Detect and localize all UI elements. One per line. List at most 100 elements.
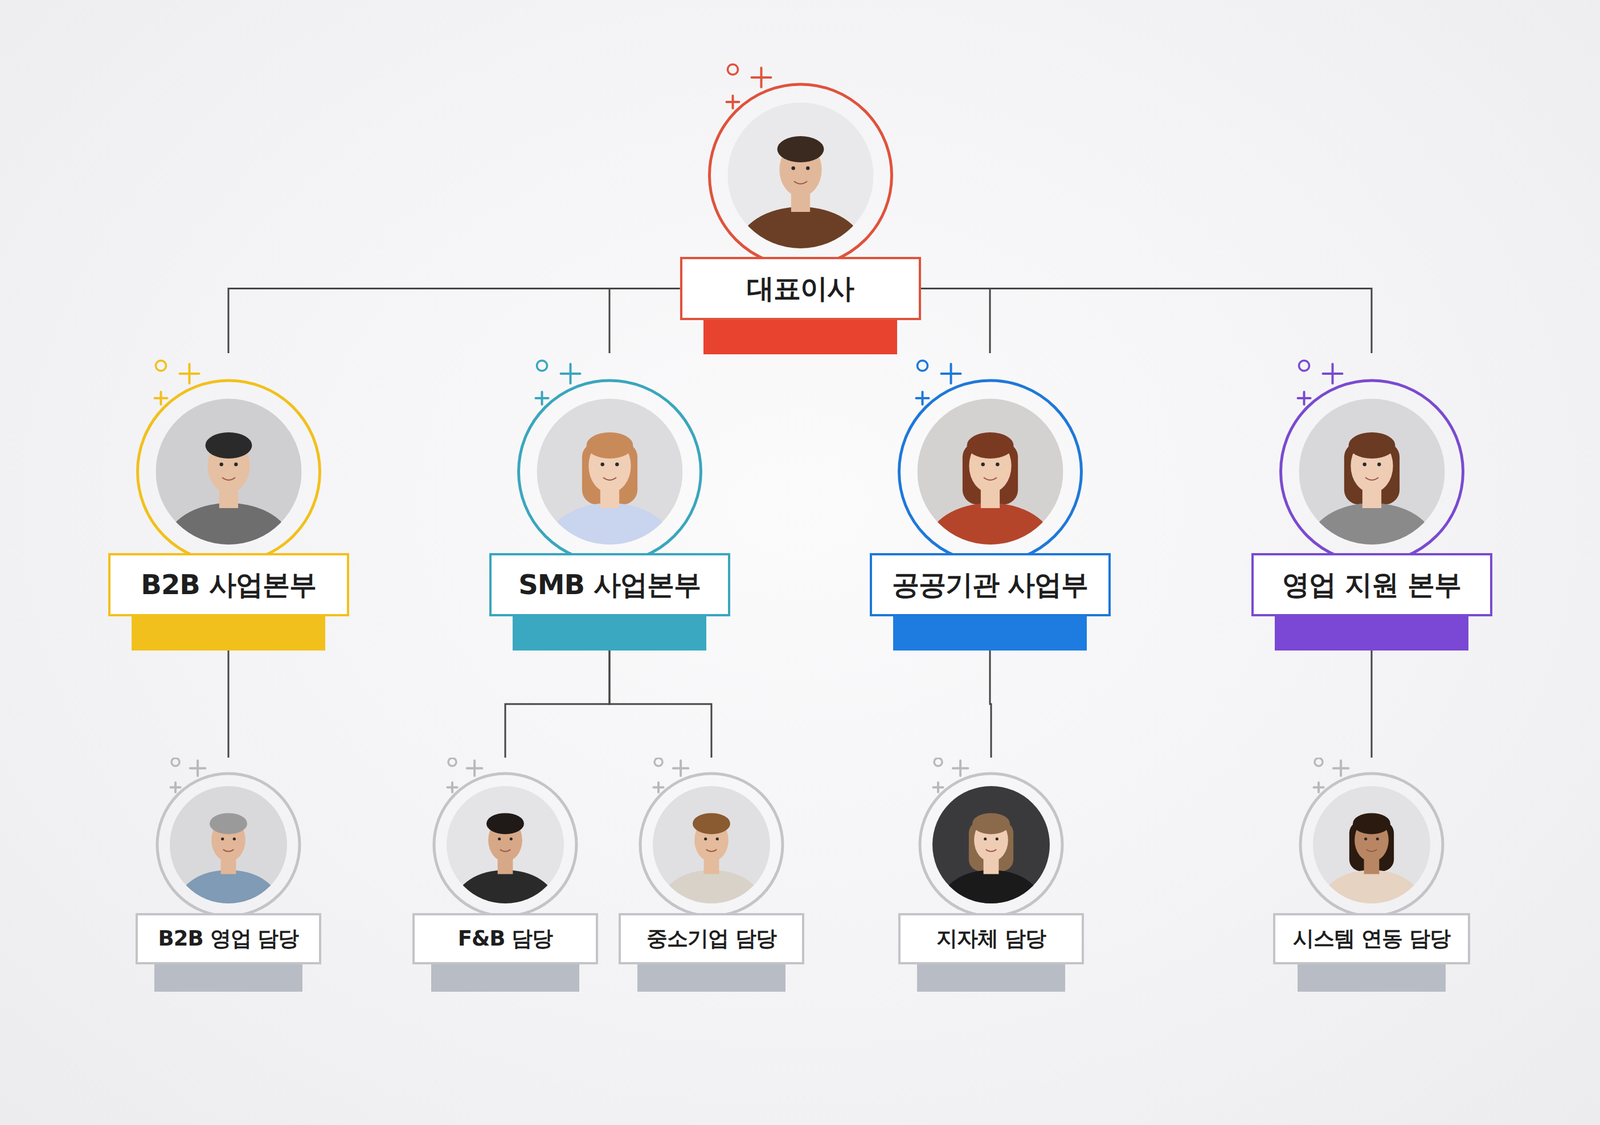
connector [921, 288, 1373, 354]
mouth [500, 849, 511, 852]
deco-plus [915, 391, 929, 405]
profile-photo [869, 353, 1111, 562]
accent-bar [917, 964, 1066, 992]
deco-plus [1322, 363, 1342, 384]
deco-plus [751, 67, 771, 88]
title-box: 영업 지원 본부 [1251, 553, 1493, 617]
connector [609, 288, 681, 354]
deco-circle [1298, 360, 1309, 371]
shoulders [547, 502, 672, 562]
deco-circle [155, 360, 166, 371]
eye [1364, 837, 1368, 841]
hair [209, 812, 248, 834]
eye [509, 837, 513, 841]
deco-plus [673, 760, 689, 776]
profile-photo [1273, 757, 1471, 922]
deco-circle [727, 64, 738, 75]
deco-circle [934, 758, 943, 767]
hair [692, 812, 731, 834]
accent-bar [512, 616, 707, 651]
title-box: 중소기업 담당 [618, 913, 805, 965]
deco-plus [190, 760, 206, 776]
node-label: 시스템 연동 담당 [1292, 924, 1451, 953]
person-figure [727, 102, 874, 265]
deco-plus [179, 363, 199, 384]
person-figure [169, 786, 288, 922]
mouth [706, 849, 718, 852]
hair [972, 812, 1010, 834]
accent-bar [154, 964, 303, 992]
deco-circle [1314, 758, 1323, 767]
connector [1371, 650, 1373, 758]
title-box: 대표이사 [680, 256, 922, 321]
node-label: 지자체 담당 [936, 924, 1046, 953]
eye [497, 837, 501, 841]
connector [505, 650, 610, 758]
profile-photo [1251, 353, 1493, 562]
mouth [221, 477, 235, 480]
node-label: F&B 담당 [457, 924, 554, 953]
person-figure [155, 398, 302, 562]
connector [609, 650, 712, 758]
org-card: 시스템 연동 담당 [1273, 757, 1471, 992]
deco-circle [654, 758, 663, 767]
hair [1352, 812, 1391, 834]
deco-plus [952, 760, 969, 776]
mouth [983, 477, 997, 480]
title-box: B2B 사업본부 [108, 553, 350, 617]
accent-bar [703, 320, 898, 355]
node-label: B2B 사업본부 [140, 566, 316, 604]
title-box: F&B 담당 [412, 913, 599, 965]
eye [234, 462, 238, 466]
deco-plus [560, 363, 580, 384]
eye [232, 837, 236, 841]
profile-photo [412, 757, 599, 922]
hair [1348, 432, 1395, 459]
eye [995, 837, 999, 841]
profile-photo [618, 757, 805, 922]
eye [615, 462, 619, 466]
node-label: 영업 지원 본부 [1282, 566, 1461, 604]
accent-bar [893, 616, 1087, 651]
hair [966, 432, 1014, 459]
org-card: 영업 지원 본부 [1251, 353, 1493, 651]
node-label: SMB 사업본부 [518, 566, 701, 604]
person-figure [652, 786, 771, 922]
mouth [985, 849, 997, 852]
title-box: 시스템 연동 담당 [1273, 913, 1471, 965]
org-card: F&B 담당 [412, 757, 599, 992]
accent-bar [1274, 616, 1469, 651]
eye [983, 837, 987, 841]
eye [791, 166, 795, 170]
deco-plus [726, 95, 739, 109]
eye [715, 837, 719, 841]
deco-plus [940, 363, 961, 384]
shoulders [738, 206, 863, 265]
org-card: SMB 사업본부 [489, 353, 731, 651]
eye [600, 462, 604, 466]
hair [486, 812, 525, 834]
deco-circle [171, 758, 180, 767]
person-figure [1298, 398, 1445, 562]
org-card: 공공기관 사업부 [869, 353, 1111, 651]
deco-plus [1333, 760, 1349, 776]
eye [221, 837, 224, 841]
eye [980, 462, 985, 466]
eye [704, 837, 707, 841]
mouth [1364, 477, 1378, 480]
profile-photo [898, 757, 1084, 922]
title-box: B2B 영업 담당 [135, 913, 322, 965]
profile-photo [680, 56, 922, 265]
title-box: 지자체 담당 [898, 913, 1084, 965]
accent-bar [1297, 964, 1446, 992]
title-box: SMB 사업본부 [489, 553, 731, 617]
profile-photo [108, 353, 350, 562]
deco-circle [917, 360, 928, 371]
eye [1377, 462, 1381, 466]
hair [205, 432, 252, 459]
org-card: B2B 영업 담당 [135, 757, 322, 992]
connector [921, 288, 991, 354]
deco-plus [1297, 391, 1311, 405]
deco-plus [535, 391, 548, 405]
deco-plus [467, 760, 483, 776]
